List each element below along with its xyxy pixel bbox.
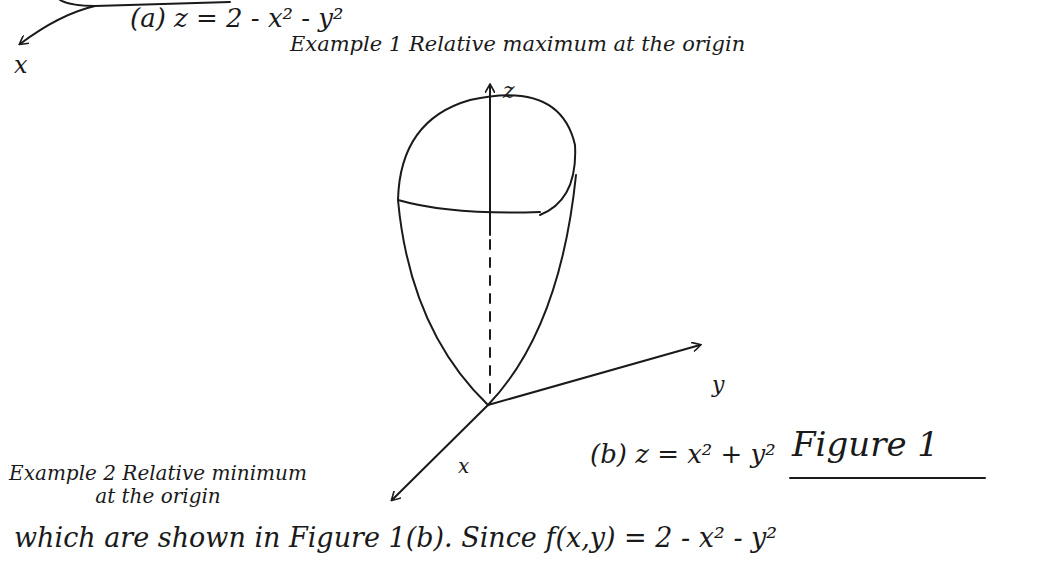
- example-caption: Example 1 Relative maximum at the origin: [290, 32, 745, 56]
- axis-label: z: [503, 78, 515, 103]
- equation-label: (a) z = 2 - x² - y²: [130, 4, 343, 34]
- axis-label: x: [14, 52, 28, 80]
- paraboloid-figure: [392, 85, 985, 500]
- body-text: which are shown in Figure 1(b). Since f(…: [14, 522, 777, 553]
- axis-label: y: [712, 372, 724, 397]
- equation-label: (b) z = x² + y²: [590, 440, 776, 470]
- example-caption: Example 2 Relative minimum at the origin: [8, 462, 308, 508]
- axis-label: x: [458, 455, 469, 478]
- figure-title: Figure 1: [792, 425, 939, 464]
